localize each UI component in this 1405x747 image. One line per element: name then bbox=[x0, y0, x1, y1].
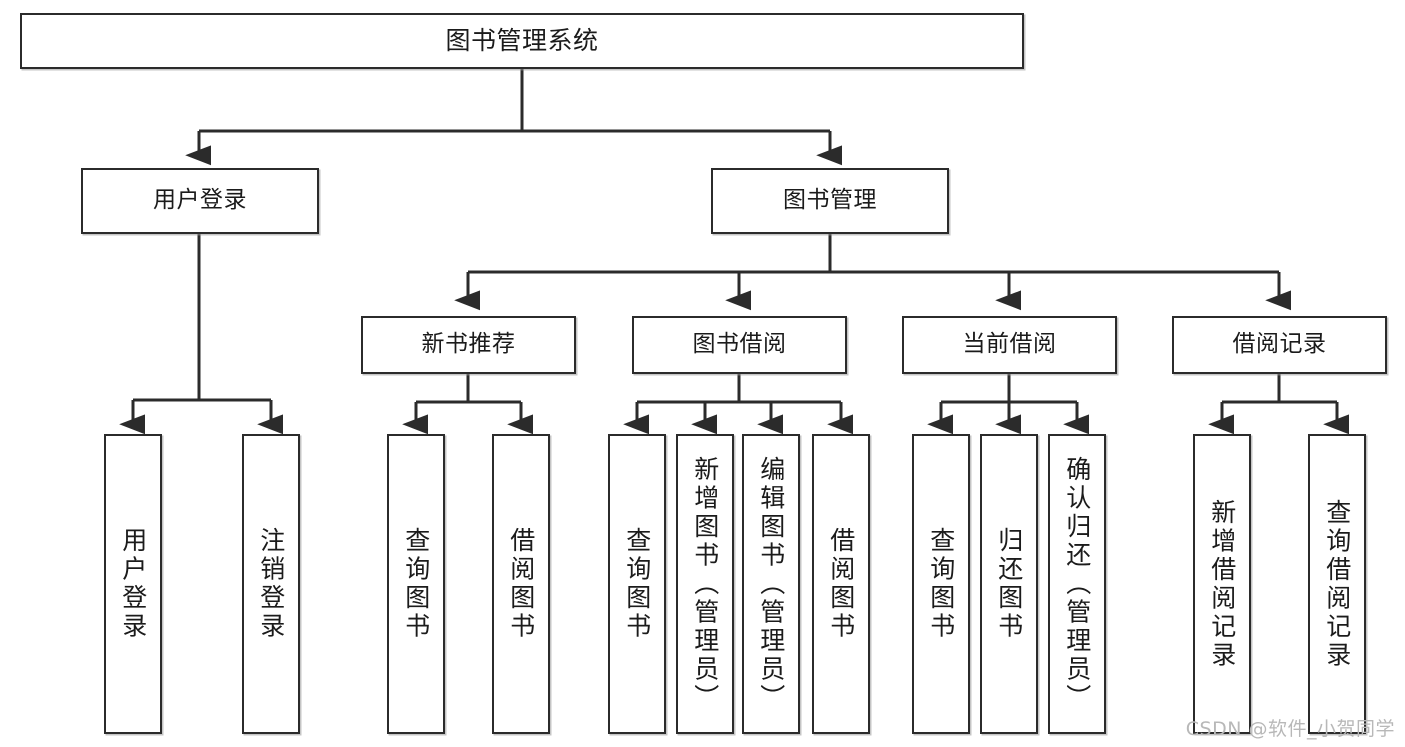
leaf-add-book-label: 新增图书（管理员） bbox=[690, 455, 720, 713]
node-new-book-recommend[interactable]: 新书推荐 bbox=[361, 316, 576, 374]
leaf-confirm-return[interactable]: 确认归还（管理员） bbox=[1048, 434, 1106, 734]
leaf-return-book-label: 归还图书 bbox=[994, 527, 1024, 641]
leaf-query-record-label: 查询借阅记录 bbox=[1322, 498, 1352, 670]
node-book-borrow[interactable]: 图书借阅 bbox=[632, 316, 847, 374]
leaf-add-record-label: 新增借阅记录 bbox=[1207, 498, 1237, 670]
node-root-label: 图书管理系统 bbox=[445, 26, 599, 55]
leaf-query-book-1-label: 查询图书 bbox=[401, 527, 431, 641]
node-current-borrow-label: 当前借阅 bbox=[962, 331, 1057, 358]
leaf-borrow-book-1-label: 借阅图书 bbox=[506, 527, 536, 641]
node-user-login-label: 用户登录 bbox=[153, 187, 247, 214]
node-borrow-record-label: 借阅记录 bbox=[1232, 331, 1327, 358]
node-new-book-recommend-label: 新书推荐 bbox=[421, 331, 516, 358]
node-borrow-record[interactable]: 借阅记录 bbox=[1172, 316, 1387, 374]
leaf-query-record[interactable]: 查询借阅记录 bbox=[1308, 434, 1366, 734]
leaf-borrow-book-2[interactable]: 借阅图书 bbox=[812, 434, 870, 734]
leaf-query-book-2[interactable]: 查询图书 bbox=[608, 434, 666, 734]
node-book-manage[interactable]: 图书管理 bbox=[711, 168, 949, 234]
leaf-query-book-1[interactable]: 查询图书 bbox=[387, 434, 445, 734]
node-user-login[interactable]: 用户登录 bbox=[81, 168, 319, 234]
leaf-query-book-2-label: 查询图书 bbox=[622, 527, 652, 641]
leaf-logout-label: 注销登录 bbox=[256, 527, 286, 641]
node-current-borrow[interactable]: 当前借阅 bbox=[902, 316, 1117, 374]
leaf-edit-book-label: 编辑图书（管理员） bbox=[756, 455, 786, 713]
leaf-return-book[interactable]: 归还图书 bbox=[980, 434, 1038, 734]
leaf-add-record[interactable]: 新增借阅记录 bbox=[1193, 434, 1251, 734]
leaf-borrow-book-2-label: 借阅图书 bbox=[826, 527, 856, 641]
leaf-user-login-label: 用户登录 bbox=[118, 527, 148, 641]
leaf-logout[interactable]: 注销登录 bbox=[242, 434, 300, 734]
leaf-confirm-return-label: 确认归还（管理员） bbox=[1062, 455, 1092, 713]
node-book-borrow-label: 图书借阅 bbox=[692, 331, 787, 358]
leaf-query-book-3-label: 查询图书 bbox=[926, 527, 956, 641]
leaf-add-book[interactable]: 新增图书（管理员） bbox=[676, 434, 734, 734]
node-root[interactable]: 图书管理系统 bbox=[20, 13, 1024, 69]
leaf-user-login[interactable]: 用户登录 bbox=[104, 434, 162, 734]
node-book-manage-label: 图书管理 bbox=[783, 187, 877, 214]
leaf-query-book-3[interactable]: 查询图书 bbox=[912, 434, 970, 734]
leaf-borrow-book-1[interactable]: 借阅图书 bbox=[492, 434, 550, 734]
watermark-text: CSDN @软件_小贺同学 bbox=[1185, 718, 1395, 740]
leaf-edit-book[interactable]: 编辑图书（管理员） bbox=[742, 434, 800, 734]
